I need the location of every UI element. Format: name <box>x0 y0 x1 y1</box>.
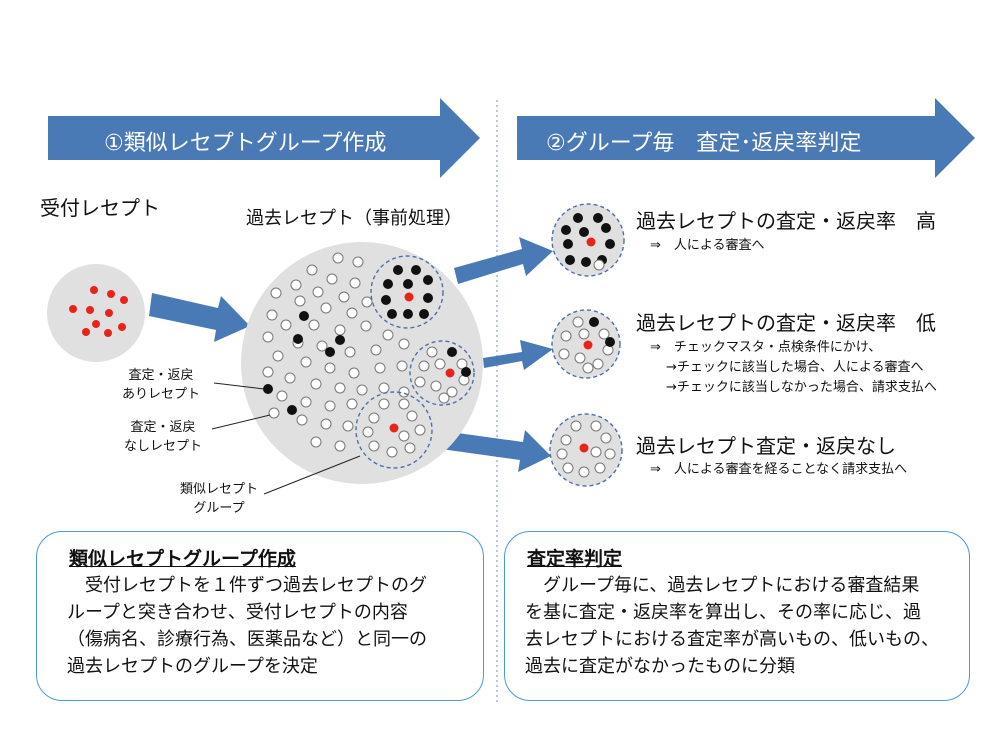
box-left-title: 類似レセプトグループ作成 <box>69 548 296 570</box>
explanation-box-left: 類似レセプトグループ作成 受付レセプトを１件ずつ過去レセプトのグ ループと突き合… <box>36 531 484 701</box>
result-low-dots <box>558 316 614 374</box>
red-dot <box>86 306 94 314</box>
callout-without-line1: 査定・返戻 <box>130 420 196 435</box>
box-right-line-4: 過去に査定がなかったものに分類 <box>525 656 795 677</box>
past-label: 過去レセプト（事前処理） <box>246 208 462 229</box>
red-dot <box>82 328 90 336</box>
flow-arrow-low <box>483 340 553 370</box>
callout-group: 類似レセプト グループ <box>180 480 258 518</box>
red-dot <box>120 296 128 304</box>
flow-arrow-to-past <box>149 293 250 342</box>
red-dot <box>69 305 77 313</box>
callout-without-line2: なしレセプト <box>124 439 203 454</box>
banner-left-arrow <box>48 98 480 178</box>
red-dot <box>105 309 113 317</box>
banner-right-label: ②グループ毎 査定･返戻率判定 <box>546 131 862 156</box>
group-ring-low <box>409 340 475 406</box>
explanation-box-right: 査定率判定 グループ毎に、過去レセプトにおける審査結果 を基に査定・返戻率を算出… <box>504 531 970 701</box>
callout-with-line1: 査定・返戻 <box>128 368 194 383</box>
result-low-note-2: →チェックに該当した場合、人による審査へ <box>666 360 924 375</box>
result-high-note: ⇒ 人による審査へ <box>650 238 765 253</box>
banner-right-arrow <box>517 98 975 178</box>
red-dot <box>445 368 455 378</box>
red-dot <box>118 323 126 331</box>
red-dot <box>92 320 100 328</box>
result-none-title: 過去レセプト査定・返戻なし <box>636 434 896 458</box>
flow-arrow-high <box>454 237 553 284</box>
callout-line-with <box>213 382 265 390</box>
incoming-circle <box>47 264 145 362</box>
incoming-dots <box>69 286 128 337</box>
callout-group-line1: 類似レセプト <box>180 482 259 497</box>
result-none-note: ⇒ 人による審査を経ることなく請求支払へ <box>650 462 908 477</box>
red-dot <box>583 340 593 350</box>
past-circle <box>241 242 483 484</box>
box-left-line-1: 受付レセプトを１件ずつ過去レセプトのグ <box>67 575 427 596</box>
callout-line-without <box>211 414 271 430</box>
banner-left-label: ①類似レセプトグループ作成 <box>104 131 387 156</box>
group-ring-none <box>355 391 433 469</box>
past-black-dots <box>263 311 345 415</box>
group-none-dots <box>362 398 426 458</box>
box-left-line-3: （傷病名、診療行為、医薬品など）と同一の <box>67 629 427 650</box>
result-low-note-1: ⇒ チェックマスタ・点検条件にかけ、 <box>650 340 882 355</box>
result-high-dots <box>561 213 615 267</box>
callout-group-line2: グループ <box>193 501 245 516</box>
result-high-title: 過去レセプトの査定・返戻率 高 <box>636 209 936 233</box>
group-high-dots <box>381 265 433 319</box>
box-left-line-2: ループと突き合わせ、受付レセプトの内容 <box>67 602 408 623</box>
group-ring-high <box>370 255 444 329</box>
red-dot <box>104 329 112 337</box>
incoming-label: 受付レセプト <box>40 196 160 220</box>
box-right-line-2: を基に査定・返戻率を算出し、その率に応じ、過 <box>525 602 921 623</box>
box-left-line-4: 過去レセプトのグループを決定 <box>67 656 318 677</box>
red-dot <box>389 423 399 433</box>
callout-with: 査定・返戻 ありレセプト <box>122 366 200 404</box>
result-low-note-3: →チェックに該当しなかった場合、請求支払へ <box>666 380 937 395</box>
red-dot <box>586 237 596 247</box>
box-right-line-3: 去レセプトにおける査定率が高いもの、低いもの、 <box>525 629 939 650</box>
result-none-dots <box>556 420 616 478</box>
red-dot <box>404 292 414 302</box>
red-dot <box>107 290 115 298</box>
callout-with-line2: ありレセプト <box>122 387 201 402</box>
red-dot <box>579 443 589 453</box>
flow-arrow-none <box>434 430 551 472</box>
box-right-title: 査定率判定 <box>527 548 623 570</box>
red-dot <box>90 286 98 294</box>
callout-without: 査定・返戻 なしレセプト <box>124 418 202 456</box>
result-low-title: 過去レセプトの査定・返戻率 低 <box>636 311 936 335</box>
group-low-dots <box>414 346 470 404</box>
box-right-line-1: グループ毎に、過去レセプトにおける審査結果 <box>525 575 920 596</box>
callout-line-group <box>263 455 361 495</box>
